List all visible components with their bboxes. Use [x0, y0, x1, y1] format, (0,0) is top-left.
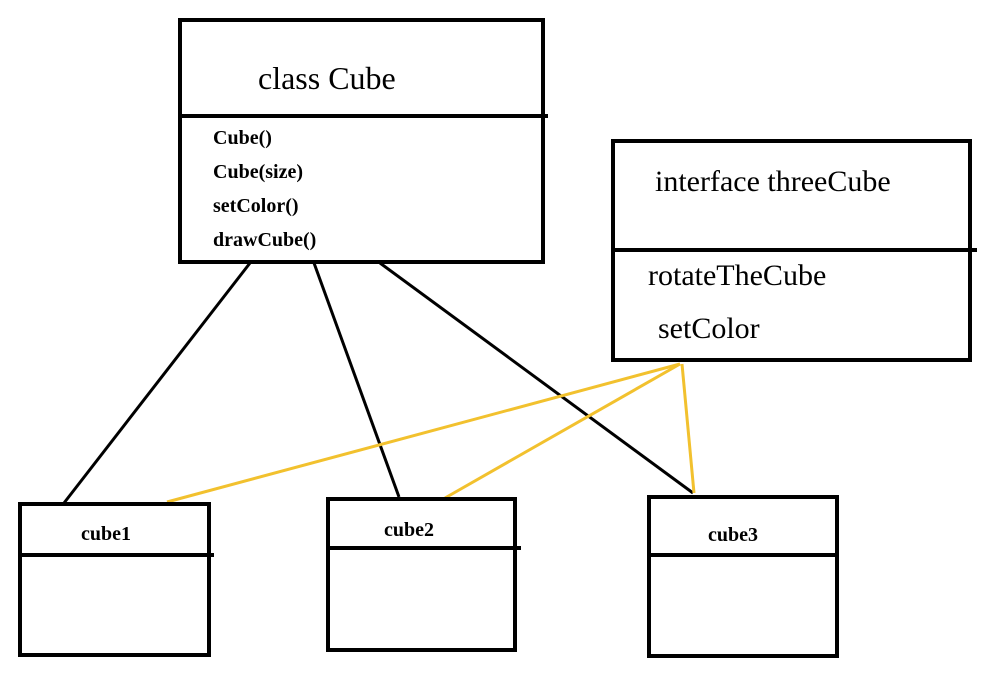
- cube-class-title: class Cube: [258, 60, 396, 96]
- interface-title: interface threeCube: [655, 165, 891, 198]
- cube-class-method: Cube(): [213, 127, 272, 149]
- inheritance-line-cube3: [379, 261, 694, 495]
- implements-line-cube3: [680, 363, 696, 494]
- implements-line-cube2: [444, 362, 681, 500]
- cube-class-divider: [178, 114, 548, 118]
- interface-method: setColor: [658, 312, 760, 345]
- cube-class-method: drawCube(): [213, 229, 317, 251]
- cube3-box: [647, 495, 839, 658]
- cube-class-method: Cube(size): [213, 161, 303, 183]
- cube3-label: cube3: [708, 524, 758, 546]
- cube2-label: cube2: [384, 519, 434, 541]
- inheritance-line-cube1: [62, 262, 252, 504]
- cube1-divider: [18, 553, 214, 557]
- implements-line-cube1: [166, 362, 681, 504]
- cube3-divider: [647, 553, 839, 557]
- cube2-box: [326, 497, 517, 652]
- interface-divider: [611, 248, 977, 252]
- cube2-divider: [326, 546, 521, 550]
- cube-class-box: [178, 18, 545, 264]
- interface-method: rotateTheCube: [648, 259, 827, 292]
- cube1-label: cube1: [81, 523, 131, 545]
- inheritance-line-cube2: [312, 262, 401, 498]
- cube-class-method: setColor(): [213, 195, 299, 217]
- cube1-box: [18, 502, 211, 657]
